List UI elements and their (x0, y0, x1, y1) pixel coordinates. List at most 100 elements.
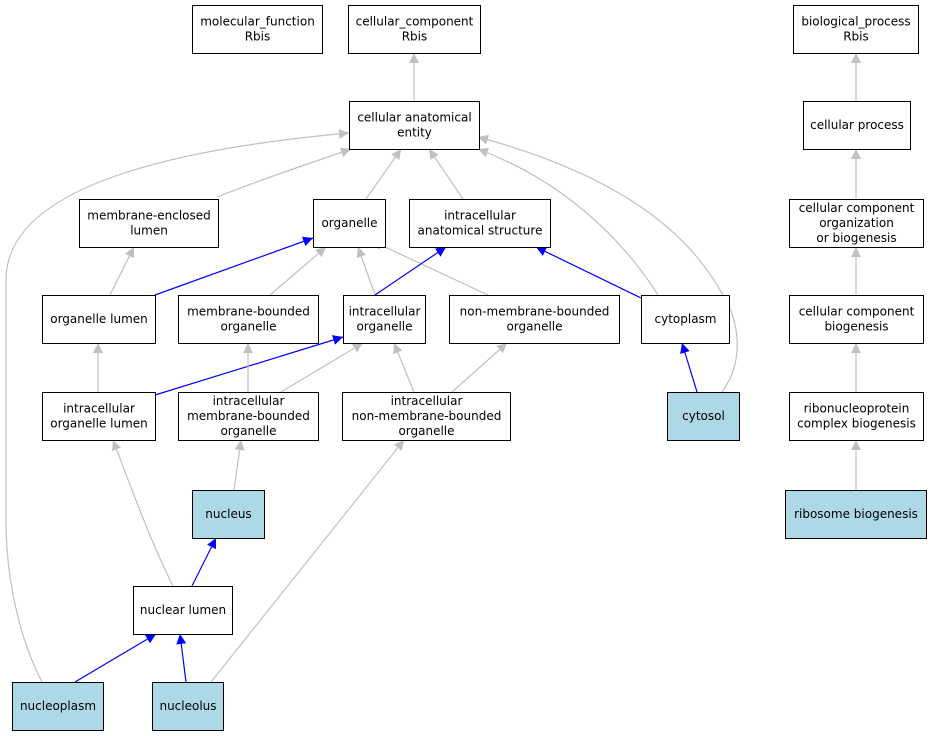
edge-nl-to-nucleus (191, 537, 217, 587)
node-label-line: organelle lumen (50, 417, 148, 431)
node-label-line: Rbis (245, 30, 271, 44)
node-label-line: organelle (220, 320, 276, 334)
edge-imbo-to-io (280, 342, 364, 393)
nodes-layer: molecular_functionRbiscellular_component… (12, 5, 927, 731)
edge-np-to-nl (74, 633, 157, 683)
node-np[interactable]: nucleoplasm (12, 682, 104, 731)
node-box (803, 101, 911, 150)
node-box (133, 586, 233, 635)
edge-nuo-to-inmbo (210, 439, 405, 683)
edge-nucleus-to-imbo (233, 439, 245, 491)
node-box (12, 682, 104, 731)
node-label-line: organelle lumen (50, 312, 148, 326)
node-label-line: organelle (321, 216, 377, 230)
edge-nl-to-iol (111, 439, 174, 587)
node-label-line: cellular component (799, 305, 915, 319)
node-box (348, 5, 481, 54)
node-cp[interactable]: cellular process (803, 101, 911, 150)
node-label-line: lumen (130, 224, 168, 238)
node-ol[interactable]: organelle lumen (42, 295, 156, 344)
node-label-line: biological_process (801, 15, 910, 29)
node-box (793, 5, 919, 54)
node-label-line: molecular_function (200, 15, 315, 29)
node-box (667, 392, 740, 441)
node-label-line: or biogenesis (816, 231, 896, 245)
edge-nuo-to-nl (176, 633, 187, 683)
node-label-line: intracellular (391, 394, 463, 408)
node-box (192, 5, 323, 54)
node-box (192, 490, 265, 539)
node-label-line: ribonucleoprotein (804, 402, 910, 416)
node-nucleus[interactable]: nucleus (192, 490, 265, 539)
node-label-line: ribosome biogenesis (794, 507, 918, 521)
node-label-line: entity (397, 126, 432, 140)
node-cytosol[interactable]: cytosol (667, 392, 740, 441)
node-organelle[interactable]: organelle (313, 199, 386, 248)
node-label-line: cellular process (810, 118, 904, 132)
node-label-line: nucleoplasm (20, 699, 96, 713)
node-label-line: cytosol (682, 409, 725, 423)
edge-np-to-cae (5, 128, 350, 683)
node-cyto[interactable]: cytoplasm (641, 295, 730, 344)
edge-mel-to-cae (216, 147, 352, 198)
node-rb[interactable]: ribosome biogenesis (785, 490, 927, 539)
node-label-line: organelle (356, 320, 412, 334)
node-label-line: cellular_component (356, 15, 474, 29)
node-nuo[interactable]: nucleolus (152, 682, 224, 731)
node-label-line: nuclear lumen (140, 603, 226, 617)
node-label-line: intracellular (444, 209, 516, 223)
node-label-line: membrane-enclosed (87, 209, 211, 223)
edge-inmbo-to-nmbo (451, 342, 508, 393)
node-box (349, 101, 480, 150)
node-box (178, 295, 319, 344)
node-label-line: intracellular (63, 402, 135, 416)
node-label-line: organelle (220, 424, 276, 438)
node-label-line: intracellular (349, 305, 421, 319)
edge-ol-to-organelle (154, 236, 314, 296)
edge-io-to-organelle (356, 246, 376, 296)
node-label-line: membrane-bounded (187, 305, 310, 319)
edge-ias-to-cae (428, 148, 464, 200)
edge-organelle-to-cae (365, 148, 402, 200)
node-label-line: cytoplasm (655, 312, 717, 326)
node-label-line: Rbis (402, 30, 428, 44)
node-box (343, 295, 426, 344)
node-nl[interactable]: nuclear lumen (133, 586, 233, 635)
edge-inmbo-to-io (393, 342, 415, 393)
node-label-line: anatomical structure (418, 224, 543, 238)
node-label-line: non-membrane-bounded (352, 409, 502, 423)
node-label-line: nucleus (205, 507, 251, 521)
node-box (785, 490, 927, 539)
edge-nmbo-to-organelle (371, 240, 489, 296)
node-label-line: cellular anatomical (357, 111, 471, 125)
node-box (79, 199, 219, 248)
node-box (449, 295, 620, 344)
node-label-line: nucleolus (159, 699, 216, 713)
node-label-line: organization (819, 216, 894, 230)
node-box (342, 392, 511, 441)
node-box (152, 682, 224, 731)
node-label-line: non-membrane-bounded (460, 305, 610, 319)
edge-io-to-ias (374, 246, 447, 296)
node-label-line: intracellular (213, 394, 285, 408)
node-box (42, 295, 156, 344)
node-label-line: organelle (398, 424, 454, 438)
edge-iol-to-io (154, 335, 344, 396)
node-inmbo[interactable]: intracellularnon-membrane-boundedorganel… (342, 392, 511, 441)
